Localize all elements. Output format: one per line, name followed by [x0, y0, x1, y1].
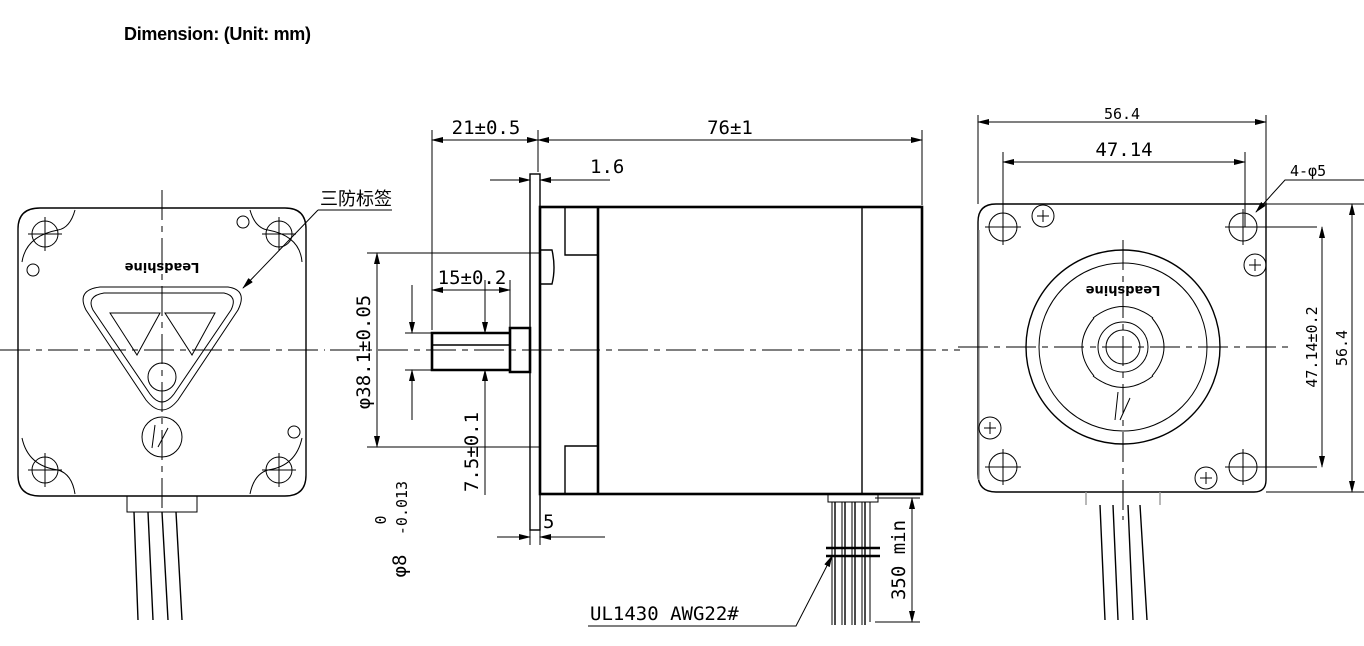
dim-flat-depth: 7.5±0.1: [461, 412, 483, 492]
front-flange-outline: [17, 207, 307, 497]
dim-boss-diameter: φ38.1±0.05: [353, 295, 375, 409]
screw-icon: [978, 204, 1267, 490]
dim-body-length: 76±1: [707, 117, 753, 139]
dim-shaft-tol-lower: -0.013: [393, 481, 411, 535]
dim-flat-length: 15±0.2: [438, 267, 507, 289]
mounting-hole: [28, 217, 296, 487]
dimension-title: Dimension: (Unit: mm): [124, 24, 311, 44]
dim-hole-spacing-h: 47.14: [1095, 139, 1152, 161]
rear-flange-outline: [977, 203, 1267, 493]
dim-shaft-diameter: φ8: [389, 555, 411, 578]
wire-spec: UL1430 AWG22#: [590, 603, 739, 625]
dim-flange-thickness: 1.6: [590, 156, 624, 178]
flange-plate: [529, 173, 541, 531]
front-lead-wires: [126, 496, 198, 621]
dim-hole-spacing-v: 47.14±0.2: [1303, 306, 1321, 387]
dim-shaft-length: 21±0.5: [452, 117, 521, 139]
dim-height: 56.4: [1333, 330, 1351, 366]
rear-lead-wires: [1085, 492, 1161, 621]
dim-holes: 4-φ5: [1290, 162, 1326, 180]
dim-shaft-tol-upper: 0: [372, 515, 390, 524]
front-view: Leadshine 三防标签: [0, 189, 392, 621]
dim-lead-length: 350 min: [888, 520, 910, 600]
side-lead-wires: [826, 493, 880, 625]
label-callout: 三防标签: [320, 189, 392, 210]
rotation-arrow-icon: [1114, 391, 1131, 421]
dim-width: 56.4: [1104, 105, 1140, 123]
rear-view: Leadshine 56.4 47.14 4-φ5 47.14±0.2 56.4: [958, 105, 1364, 621]
dim-boss-length: 5: [543, 511, 554, 533]
side-view: 21±0.5 76±1 1.6 15±0.2 φ38.1±0.05 7.5±0.…: [330, 117, 960, 627]
